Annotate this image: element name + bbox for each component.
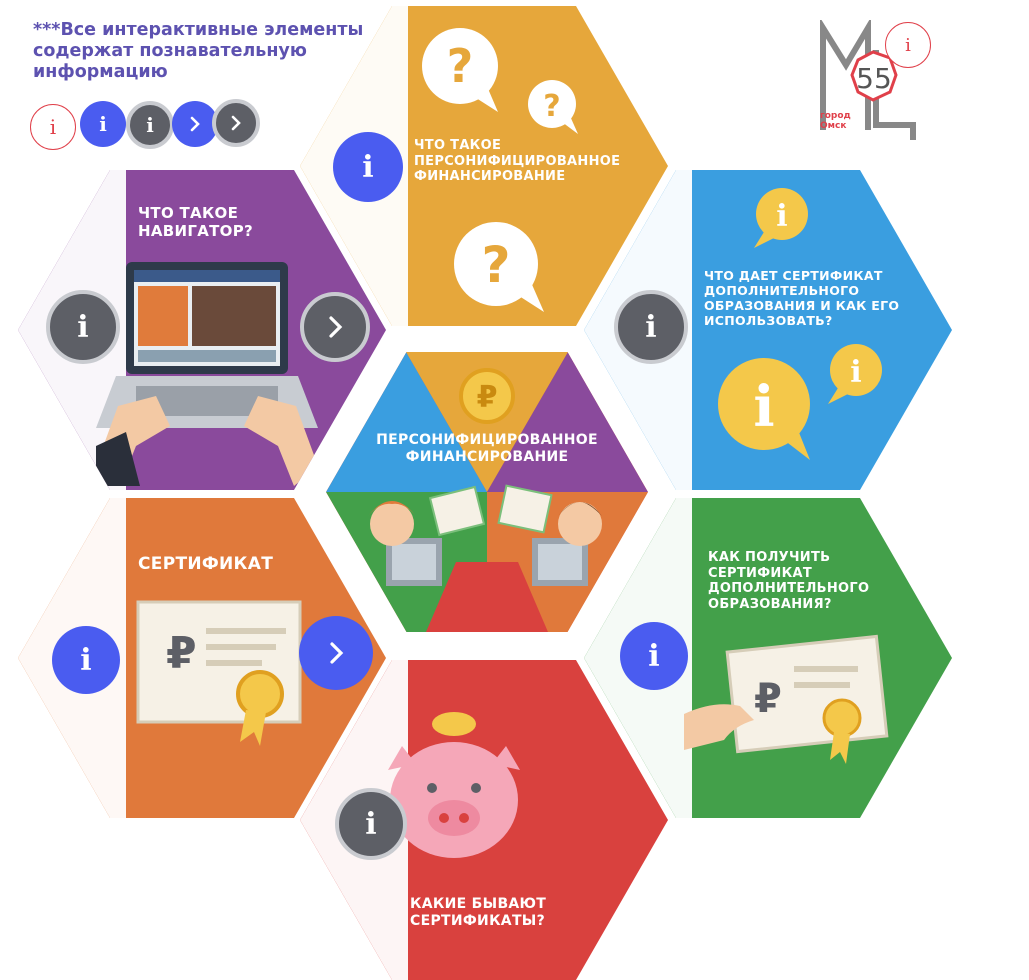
question-bubble-icon: ? [422, 28, 498, 112]
mc-logo: 55 [820, 20, 916, 140]
logo-info-button[interactable]: i [885, 22, 931, 68]
hex-certificate-use-info-button[interactable]: i [614, 290, 688, 364]
info-bubble-icon: i [718, 358, 810, 460]
legend-info-outline-button[interactable]: i [30, 104, 76, 150]
hex-center-title: Персонифицированное финансирование [376, 432, 598, 465]
center-background: ₽ [326, 352, 648, 632]
hex-types-info-button[interactable]: i [335, 788, 407, 860]
legend-arrow-grey-button[interactable] [212, 99, 260, 147]
chevron-right-icon [330, 642, 344, 664]
logo-number: 55 [856, 62, 892, 95]
info-bubble-icon: i [828, 344, 882, 404]
svg-text:?: ? [481, 236, 510, 294]
hex-navigator-info-button[interactable]: i [46, 290, 120, 364]
hex-navigator-next-button[interactable] [300, 292, 370, 362]
laptop-illustration [96, 262, 318, 486]
hex-financing-title: Что такое персонифицированное финансиров… [414, 138, 621, 185]
question-bubble-icon: ? [454, 222, 544, 312]
legend-info-blue-button[interactable]: i [80, 101, 126, 147]
svg-text:₽: ₽ [754, 676, 782, 722]
svg-text:₽: ₽ [477, 380, 498, 415]
hex-certificate-next-button[interactable] [299, 616, 373, 690]
chevron-right-icon [329, 316, 343, 338]
hex-financing-info-button[interactable]: i [333, 132, 403, 202]
svg-text:i: i [753, 374, 774, 440]
svg-text:?: ? [447, 39, 474, 93]
hex-get-certificate-info-button[interactable]: i [620, 622, 688, 690]
hex-navigator-title: Что такое навигатор? [138, 204, 253, 240]
logo-caption: город Омск [820, 111, 851, 131]
info-note: ***Все интерактивные элементы содержат п… [33, 20, 364, 82]
hex-certificate-use-title: Что дает сертификат дополнительного обра… [704, 268, 900, 328]
info-bubble-icon: i [754, 188, 808, 248]
svg-text:i: i [776, 199, 787, 234]
chevron-right-icon [190, 116, 200, 132]
svg-text:i: i [850, 355, 861, 390]
piggy-bank-illustration [388, 712, 520, 858]
legend-info-grey-button[interactable]: i [126, 101, 174, 149]
hex-certificate-title: Сертификат [138, 554, 274, 574]
svg-text:?: ? [543, 89, 560, 124]
legend-arrow-blue-button[interactable] [172, 101, 218, 147]
chevron-right-icon [231, 115, 241, 131]
certificate-illustration: ₽ [136, 600, 302, 746]
hex-center: ₽ Персонифицированное финансирование [326, 352, 648, 632]
ruble-symbol: ₽ [166, 628, 197, 679]
hex-types-title: Какие бывают сертификаты? [410, 896, 547, 929]
question-bubble-icon: ? [528, 80, 578, 134]
hex-get-certificate-title: Как получить сертификат дополнительного … [708, 550, 870, 612]
hex-certificate-info-button[interactable]: i [52, 626, 120, 694]
hand-certificate-illustration: ₽ [684, 634, 889, 764]
